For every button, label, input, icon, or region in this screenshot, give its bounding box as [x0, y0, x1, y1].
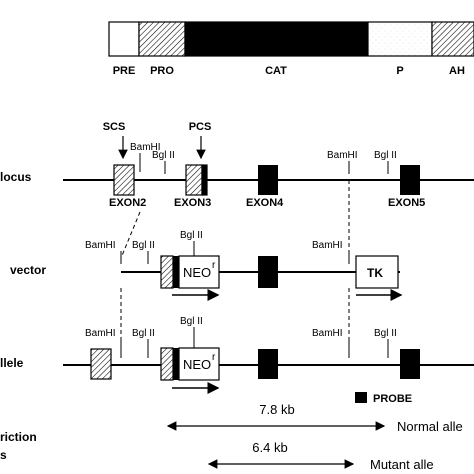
restriction-label-line1: riction: [0, 430, 37, 444]
restriction-fragments: riction s 7.8 kb Normal alle 6.4 kb Muta…: [0, 402, 463, 472]
allele-neo-sup: r: [212, 352, 216, 363]
vector-exon4-box: [258, 256, 278, 288]
vector-label: vector: [10, 263, 46, 277]
mutant-fragment-size: 6.4 kb: [252, 440, 287, 455]
allele-bamhi-site-1: BamHI: [85, 328, 116, 339]
locus-row: locus SCS PCS BamHI Bgl II BamHI Bgl II …: [0, 121, 474, 209]
domain-p-label: P: [396, 65, 403, 77]
domain-pro-box: [138, 21, 186, 57]
domain-pre-box: [108, 21, 140, 57]
mutant-fragment-label: Mutant alle: [370, 457, 434, 472]
scs-label: SCS: [103, 121, 126, 133]
domain-cat-box: [184, 21, 369, 57]
probe-label: PROBE: [373, 393, 412, 405]
vector-neo-sup: r: [212, 260, 216, 271]
restriction-label-line2: s: [0, 448, 7, 462]
locus-exon5-box: [400, 165, 420, 195]
locus-bglii-site-2: Bgl II: [374, 150, 397, 161]
allele-exon5-box: [400, 349, 420, 379]
pcs-label: PCS: [189, 121, 212, 133]
locus-exon4-box: [258, 165, 278, 195]
allele-bglii-site-3: Bgl II: [374, 328, 397, 339]
exon2-label: EXON2: [109, 197, 146, 209]
vector-row: vector BamHI Bgl II Bgl II BamHI NEO r T…: [10, 230, 403, 301]
exon4-label: EXON4: [246, 197, 284, 209]
vector-neo-box: [178, 255, 220, 289]
vector-bamhi-site-1: BamHI: [85, 240, 116, 251]
domain-ah-box: [431, 21, 474, 57]
allele-label: llele: [0, 356, 24, 370]
domain-cat-label: CAT: [265, 65, 287, 77]
allele-exon4-box: [258, 349, 278, 379]
vector-tk-box: [355, 255, 399, 289]
locus-bamhi-site-1: BamHI: [130, 142, 161, 153]
allele-exon3-hatch: [160, 347, 174, 381]
vector-bglii-site-1: Bgl II: [132, 240, 155, 251]
locus-bamhi-site-2: BamHI: [327, 150, 358, 161]
locus-exon3-box-b: [201, 164, 208, 196]
normal-fragment-label: Normal alle: [397, 419, 463, 434]
probe-legend: PROBE: [355, 392, 412, 405]
vector-exon3-black: [173, 256, 179, 288]
domain-p-box: [367, 21, 433, 57]
vector-tk-label: TK: [367, 266, 383, 280]
vector-neo-label: NEO: [183, 265, 211, 280]
locus-exon3-box-a: [185, 164, 203, 196]
protein-domain-bar: PRE PRO CAT P AH: [108, 21, 474, 77]
allele-neo-label: NEO: [183, 357, 211, 372]
normal-fragment-size: 7.8 kb: [259, 402, 294, 417]
allele-bglii-site-2: Bgl II: [180, 316, 203, 327]
allele-row: llele BamHI Bgl II Bgl II BamHI Bgl II N…: [0, 316, 474, 394]
vector-bglii-site-2: Bgl II: [180, 230, 203, 241]
allele-bglii-site-1: Bgl II: [132, 328, 155, 339]
vector-bamhi-site-2: BamHI: [312, 240, 343, 251]
locus-label: locus: [0, 170, 32, 184]
exon3-label: EXON3: [174, 197, 211, 209]
locus-bglii-site-1: Bgl II: [152, 150, 175, 161]
probe-swatch: [355, 392, 367, 403]
homology-dash-left-1: [120, 211, 141, 259]
vector-exon3-hatch: [160, 255, 174, 289]
allele-exon2-box: [90, 348, 112, 380]
allele-exon3-black: [173, 348, 179, 380]
domain-pro-label: PRO: [150, 65, 174, 77]
allele-bamhi-site-2: BamHI: [312, 328, 343, 339]
domain-pre-label: PRE: [113, 65, 136, 77]
locus-exon2-box: [113, 164, 135, 196]
allele-neo-box: [178, 347, 220, 381]
exon5-label: EXON5: [388, 197, 425, 209]
domain-ah-label: AH: [449, 65, 465, 77]
